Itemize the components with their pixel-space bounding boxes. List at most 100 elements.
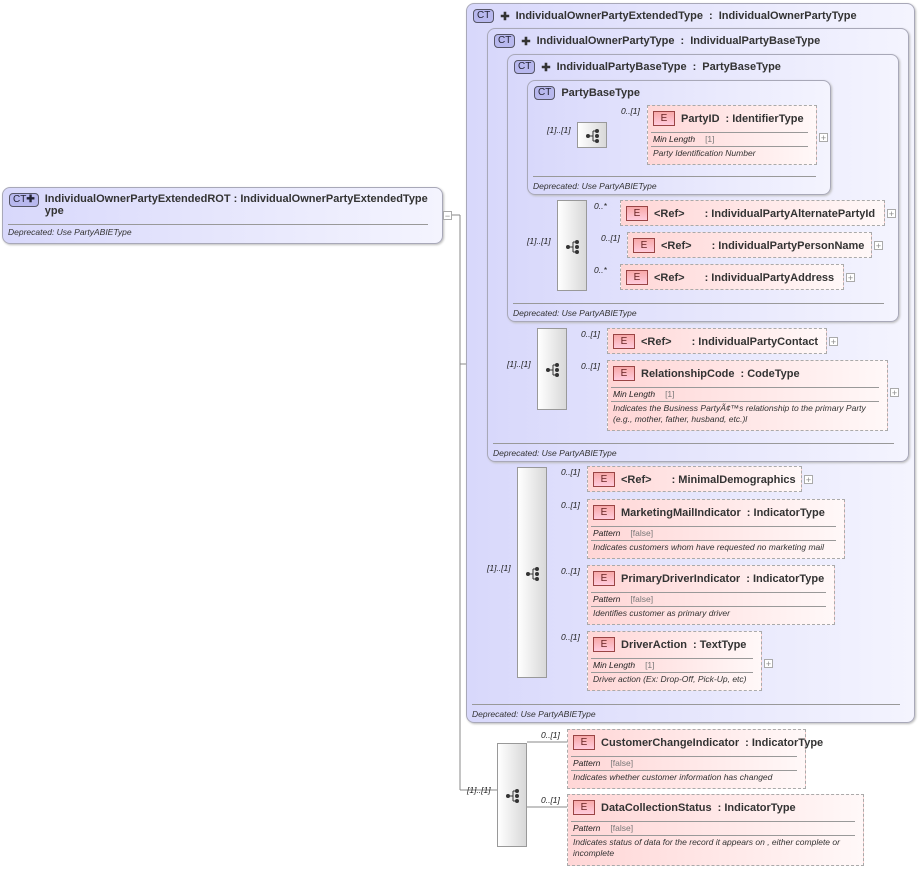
divider — [611, 387, 879, 388]
sequence-icon — [505, 788, 521, 809]
expand-icon[interactable]: + — [846, 273, 855, 283]
element-type: : IdentifierType — [725, 112, 804, 125]
element-name: PrimaryDriverIndicator — [621, 572, 741, 585]
divider — [533, 176, 816, 177]
divider — [651, 146, 808, 147]
element-type: : MinimalDemographics — [671, 473, 796, 486]
element-documentation: Driver action (Ex: Drop-Off, Pick-Up, et… — [593, 674, 747, 684]
separator: : — [680, 35, 685, 47]
expand-icon[interactable]: + — [804, 475, 813, 485]
sequence-compositor[interactable] — [537, 328, 567, 410]
element-documentation: Party Identification Number — [653, 148, 756, 158]
complex-type-header: CT✚IndividualOwnerPartyExtendedType : In… — [473, 9, 857, 23]
element-cardinality: 0..[1] — [561, 632, 580, 642]
divider — [472, 704, 900, 705]
sequence-compositor[interactable] — [497, 743, 527, 847]
facet-value: [1] — [665, 389, 675, 399]
complex-type-name: PartyBaseType — [561, 87, 641, 99]
facet-name: Min Length — [593, 660, 636, 670]
element-documentation: Identifies customer as primary driver — [593, 608, 730, 618]
sequence-cardinality: [1]..[1] — [467, 785, 491, 795]
complex-type-name: IndividualOwnerPartyType — [536, 35, 675, 47]
element-type: : IndicatorType — [746, 506, 825, 519]
divider — [611, 401, 879, 402]
element-ref[interactable]: E<Ref>: IndividualPartyPersonName — [627, 232, 872, 258]
divider — [591, 592, 826, 593]
extension-icon: ✚ — [521, 35, 531, 48]
element-cardinality: 0..[1] — [561, 500, 580, 510]
expand-icon[interactable]: + — [819, 133, 828, 143]
element-ref[interactable]: E<Ref>: IndividualPartyAddress — [620, 264, 844, 290]
divider — [571, 770, 797, 771]
facet-value: [false] — [630, 528, 654, 538]
element-header: E<Ref>: IndividualPartyAlternatePartyId — [626, 206, 875, 221]
expand-icon[interactable]: + — [887, 209, 896, 219]
expand-icon[interactable]: + — [890, 388, 899, 398]
element-ref[interactable]: E<Ref>: IndividualPartyAlternatePartyId — [620, 200, 885, 226]
element-icon: E — [593, 637, 615, 652]
element-cardinality: 0..[1] — [541, 730, 560, 740]
element-ref[interactable]: E<Ref>: IndividualPartyContact — [607, 328, 827, 354]
facet-name: Min Length — [613, 389, 656, 399]
element-cardinality: 0..[1] — [561, 566, 580, 576]
element-cardinality: 0..[1] — [601, 233, 620, 243]
element-cardinality: 0..[1] — [541, 795, 560, 805]
facet-name: Pattern — [593, 528, 621, 538]
collapse-icon[interactable]: − — [443, 211, 452, 221]
element-type: : IndividualPartyAlternatePartyId — [704, 207, 876, 220]
facet: Min Length[1] — [593, 660, 655, 670]
complex-type-icon: CT — [494, 34, 516, 48]
element-icon: E — [653, 111, 675, 126]
sequence-compositor[interactable] — [517, 467, 547, 678]
element-header: E<Ref>: IndividualPartyPersonName — [633, 238, 864, 253]
facet: Pattern[false] — [573, 758, 633, 768]
root-element-box[interactable]: CT✚ IndividualOwnerPartyExtendedROT : In… — [2, 187, 443, 244]
element-icon: E — [626, 270, 648, 285]
complex-type-header: CT✚IndividualOwnerPartyType : Individual… — [494, 34, 820, 48]
element-documentation: Indicates the Business PartyÃ¢™s relatio… — [613, 403, 866, 424]
element-name: <Ref> — [641, 335, 672, 348]
sequence-compositor[interactable] — [557, 200, 587, 291]
deprecated-note: Deprecated: Use PartyABIEType — [493, 448, 617, 458]
sequence-compositor[interactable] — [577, 122, 607, 148]
element-icon: E — [573, 800, 595, 815]
sequence-cardinality: [1]..[1] — [527, 235, 551, 246]
element-icon: E — [613, 366, 635, 381]
element-icon: E — [633, 238, 655, 253]
element-name: <Ref> — [654, 271, 685, 284]
sequence-icon — [545, 362, 561, 383]
extension-icon: ✚ — [541, 61, 551, 74]
deprecated-note: Deprecated: Use PartyABIEType — [513, 308, 637, 318]
expand-icon[interactable]: + — [829, 337, 838, 347]
deprecated-note: Deprecated: Use PartyABIEType — [533, 181, 657, 191]
divider — [513, 303, 884, 304]
facet: Pattern[false] — [593, 594, 653, 604]
expand-icon[interactable]: + — [764, 659, 773, 669]
element-cardinality: 0..[1] — [561, 467, 580, 477]
facet-name: Pattern — [573, 823, 601, 833]
sequence-cardinality: [1]..[1] — [487, 562, 511, 573]
complex-type-name: IndividualOwnerPartyExtendedType — [515, 10, 704, 22]
expand-icon[interactable]: + — [874, 241, 883, 251]
element-type: : IndividualPartyPersonName — [711, 239, 865, 252]
extension-icon: ✚ — [500, 10, 510, 23]
facet-name: Pattern — [573, 758, 601, 768]
element-icon: E — [593, 571, 615, 586]
element-cardinality: 0..* — [594, 265, 607, 275]
element-ref[interactable]: E<Ref>: MinimalDemographics — [587, 466, 802, 492]
element-cardinality: 0..[1] — [581, 361, 600, 371]
